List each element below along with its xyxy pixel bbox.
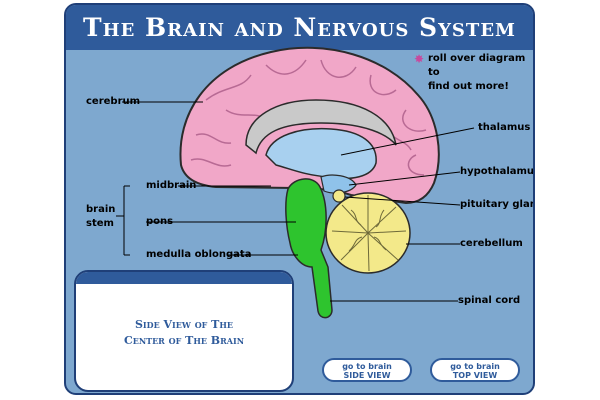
hint-line-2: find out more! <box>428 81 509 92</box>
label-cerebellum[interactable]: cerebellum <box>460 238 523 249</box>
label-cerebrum[interactable]: cerebrum <box>86 96 141 107</box>
label-brain: brain <box>86 204 116 215</box>
top-view-button-line-1: go to brain <box>450 362 500 371</box>
label-spinal-cord[interactable]: spinal cord <box>458 295 521 306</box>
brain-diagram[interactable] <box>66 5 535 395</box>
label-leader-lines <box>116 101 475 302</box>
label-pituitary-gland[interactable]: pituitary gland <box>460 199 533 210</box>
hint-line-1: roll over diagram to <box>428 53 526 78</box>
star-icon: ✸ <box>414 52 425 66</box>
cerebellum-region[interactable] <box>325 192 411 274</box>
label-medulla-oblongata[interactable]: medulla oblongata <box>146 249 252 260</box>
title-bar: The Brain and Nervous System <box>66 5 533 50</box>
label-midbrain[interactable]: midbrain <box>146 180 197 191</box>
info-box-header <box>76 272 292 284</box>
thalamus-region[interactable] <box>265 127 377 180</box>
cerebellum-folds <box>331 195 407 272</box>
label-thalamus[interactable]: thalamus <box>478 122 531 133</box>
info-line-2: Center of The Brain <box>123 334 245 347</box>
top-view-button-line-2: TOP VIEW <box>452 371 498 380</box>
label-pons[interactable]: pons <box>146 216 174 227</box>
label-stem: stem <box>86 218 114 229</box>
info-box: Side View of The Center of The Brain <box>74 270 294 392</box>
info-line-1: Side View of The <box>134 318 234 331</box>
rollover-hint: ✸ roll over diagram to find out more! <box>414 52 533 94</box>
side-view-button-line-2: SIDE VIEW <box>343 371 391 380</box>
go-to-top-view-button[interactable]: go to brain TOP VIEW <box>430 358 520 382</box>
info-box-text: Side View of The Center of The Brain <box>76 317 292 349</box>
brain-panel: The Brain and Nervous System <box>64 3 535 395</box>
label-hypothalamus[interactable]: hypothalamus <box>460 166 535 177</box>
page-title: The Brain and Nervous System <box>83 13 516 42</box>
corpus-callosum[interactable] <box>245 99 397 155</box>
brainstem-region[interactable] <box>285 178 333 319</box>
side-view-button-line-1: go to brain <box>342 362 392 371</box>
hypothalamus-region[interactable] <box>320 174 357 194</box>
go-to-side-view-button[interactable]: go to brain SIDE VIEW <box>322 358 412 382</box>
pituitary-gland[interactable] <box>332 189 346 203</box>
